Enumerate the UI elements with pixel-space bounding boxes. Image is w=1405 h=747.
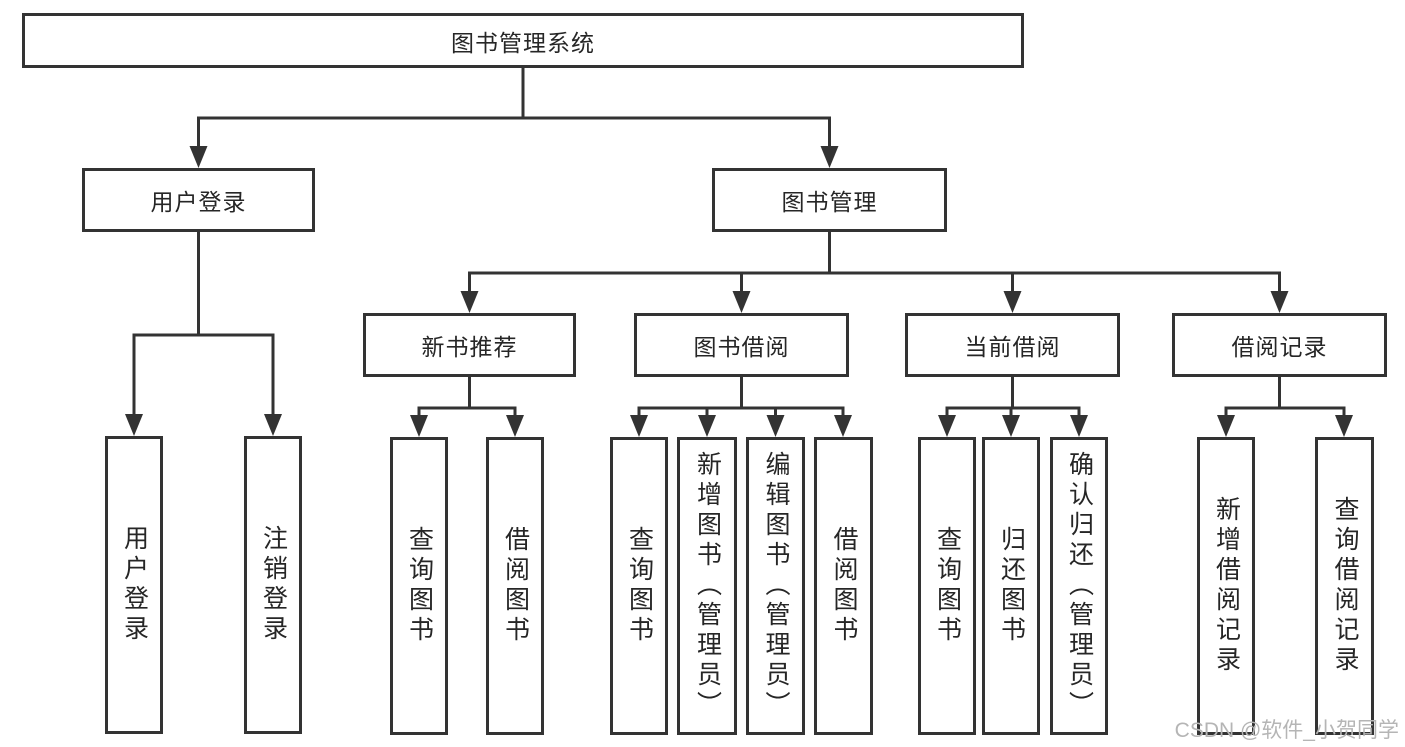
watermark: CSDN @软件_小贺同学 xyxy=(1174,719,1399,742)
leaf-borrow-add-books-admin: 新增图书（管理员） xyxy=(677,437,737,735)
leaf-borrow-edit-books-admin: 编辑图书（管理员） xyxy=(746,437,805,735)
arrow-down-icon xyxy=(125,414,143,436)
node-new-book-recommend-label: 新书推荐 xyxy=(421,334,518,360)
node-user-login-label: 用户登录 xyxy=(150,189,247,215)
arrow-down-icon xyxy=(938,415,956,437)
node-borrow-records-label: 借阅记录 xyxy=(1231,334,1328,360)
arrow-down-icon xyxy=(1002,415,1020,437)
leaf-borrow-query-books: 查询图书 xyxy=(610,437,668,735)
node-system-root: 图书管理系统 xyxy=(22,13,1024,68)
leaf-newrec-query-books-label: 查询图书 xyxy=(405,526,434,646)
leaf-current-confirm-return-admin-label: 确认归还（管理员） xyxy=(1065,451,1094,721)
leaf-logout: 注销登录 xyxy=(244,436,302,734)
arrow-down-icon xyxy=(1217,415,1235,437)
leaf-newrec-borrow-books-label: 借阅图书 xyxy=(501,526,530,646)
leaf-borrow-borrow-books: 借阅图书 xyxy=(814,437,873,735)
leaf-borrow-borrow-books-label: 借阅图书 xyxy=(830,526,858,646)
leaf-records-query-record-label: 查询借阅记录 xyxy=(1331,496,1359,676)
leaf-current-confirm-return-admin: 确认归还（管理员） xyxy=(1050,437,1108,735)
arrow-down-icon xyxy=(630,415,648,437)
arrow-down-icon xyxy=(834,415,852,437)
leaf-current-return-books-label: 归还图书 xyxy=(997,526,1026,646)
node-user-login: 用户登录 xyxy=(82,168,315,232)
arrow-down-icon xyxy=(264,414,282,436)
arrow-down-icon xyxy=(820,146,839,168)
arrow-down-icon xyxy=(410,415,428,437)
leaf-newrec-borrow-books: 借阅图书 xyxy=(486,437,544,735)
arrow-down-icon xyxy=(766,415,785,437)
leaf-records-add-record-label: 新增借阅记录 xyxy=(1212,496,1241,676)
arrow-down-icon xyxy=(1270,291,1289,313)
node-book-management: 图书管理 xyxy=(712,168,947,232)
leaf-borrow-edit-books-admin-label: 编辑图书（管理员） xyxy=(762,451,790,721)
leaf-records-add-record: 新增借阅记录 xyxy=(1197,437,1255,735)
arrow-down-icon xyxy=(698,415,716,437)
arrow-down-icon xyxy=(1003,291,1022,313)
node-book-borrow-label: 图书借阅 xyxy=(693,334,790,360)
node-book-borrow: 图书借阅 xyxy=(634,313,849,377)
arrow-down-icon xyxy=(506,415,524,437)
node-borrow-records: 借阅记录 xyxy=(1172,313,1387,377)
node-book-management-label: 图书管理 xyxy=(781,189,878,215)
node-current-borrow-label: 当前借阅 xyxy=(964,334,1061,360)
node-new-book-recommend: 新书推荐 xyxy=(363,313,576,377)
leaf-user-login: 用户登录 xyxy=(105,436,163,734)
arrow-down-icon xyxy=(732,291,751,313)
arrow-down-icon xyxy=(1070,415,1088,437)
arrow-down-icon xyxy=(1335,415,1353,437)
arrow-down-icon xyxy=(189,146,208,168)
leaf-logout-label: 注销登录 xyxy=(259,525,288,645)
leaf-user-login-label: 用户登录 xyxy=(120,525,149,645)
leaf-borrow-add-books-admin-label: 新增图书（管理员） xyxy=(693,451,722,721)
node-current-borrow: 当前借阅 xyxy=(905,313,1120,377)
leaf-borrow-query-books-label: 查询图书 xyxy=(625,526,654,646)
leaf-current-return-books: 归还图书 xyxy=(982,437,1040,735)
leaf-newrec-query-books: 查询图书 xyxy=(390,437,448,735)
leaf-current-query-books-label: 查询图书 xyxy=(933,526,962,646)
leaf-records-query-record: 查询借阅记录 xyxy=(1315,437,1374,735)
arrow-down-icon xyxy=(460,291,479,313)
leaf-current-query-books: 查询图书 xyxy=(918,437,976,735)
node-system-root-label: 图书管理系统 xyxy=(451,29,595,56)
